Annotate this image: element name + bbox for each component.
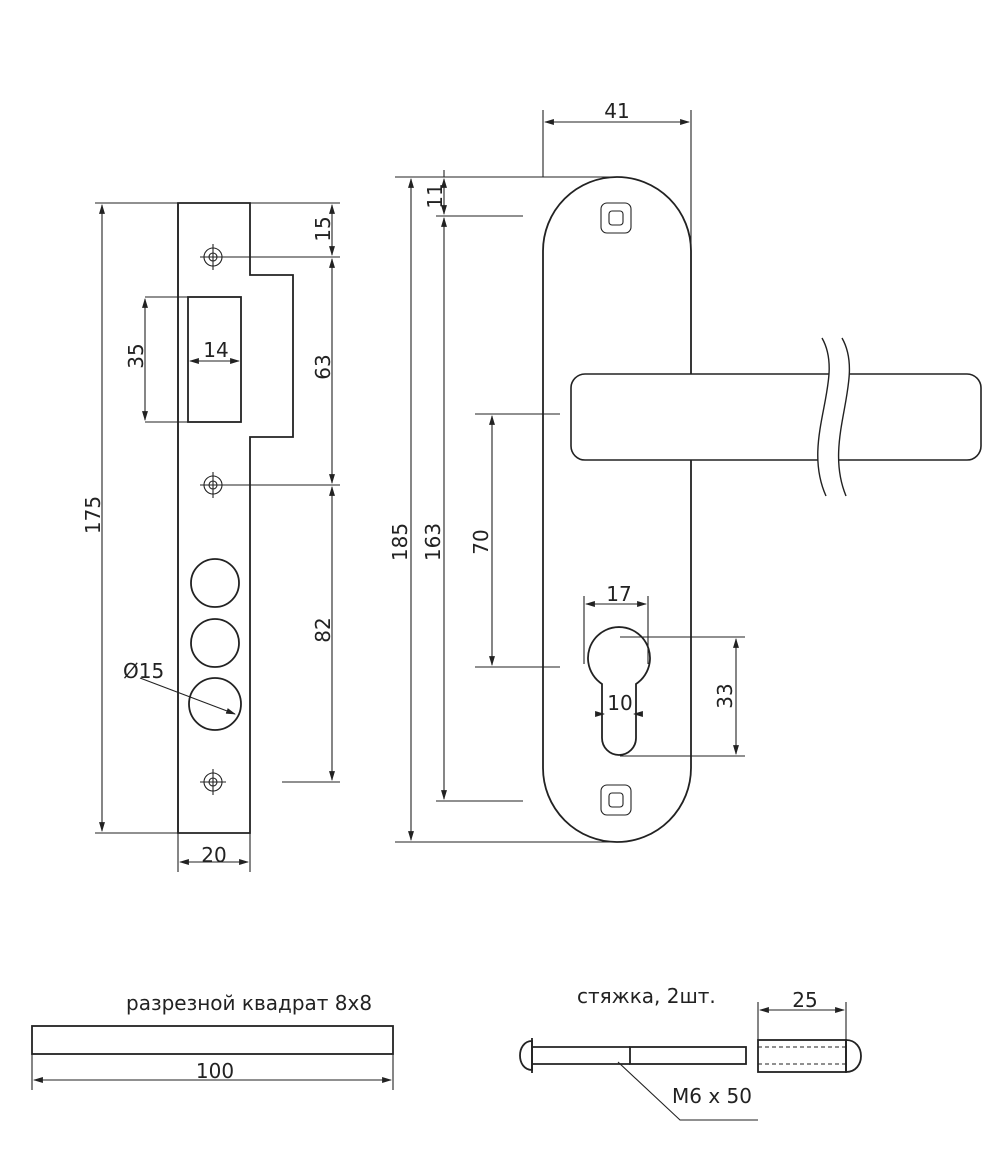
plate-screw-icon <box>600 202 632 234</box>
cylinder-keyhole <box>587 626 651 756</box>
dim-plate-top-offset: 11 <box>423 183 447 208</box>
dim-cylinder-slot-width: 10 <box>607 691 632 715</box>
sleeve-head <box>845 1039 862 1073</box>
bolts-caption: стяжка, 2шт. <box>577 984 716 1008</box>
strike-screw-icon <box>200 769 340 795</box>
dim-strike-top: 15 <box>311 216 335 241</box>
dim-plate-hole-spacing: 163 <box>421 523 445 561</box>
strike-slot <box>187 296 242 423</box>
tie-bolts <box>519 1002 862 1121</box>
strike-hole <box>190 618 240 668</box>
strike-screw-icon <box>200 472 340 498</box>
dim-plate-height: 185 <box>388 523 412 561</box>
strike-hole <box>188 677 242 731</box>
spindle-caption: разрезной квадрат 8x8 <box>126 991 372 1015</box>
strike-plate <box>95 202 340 872</box>
spindle <box>31 1025 394 1090</box>
bolt-sleeve <box>757 1039 847 1073</box>
dim-strike-width: 20 <box>201 843 226 867</box>
dim-strike-slot-width: 14 <box>203 338 228 362</box>
dim-strike-screw-spacing-1: 63 <box>311 354 335 379</box>
dim-strike-height: 175 <box>81 496 105 534</box>
dim-strike-screw-spacing-2: 82 <box>311 617 335 642</box>
plate-screw-icon <box>600 784 632 816</box>
strike-hole <box>190 558 240 608</box>
square-spindle <box>31 1025 394 1055</box>
dim-plate-width: 41 <box>604 99 629 123</box>
escutcheon-plate <box>542 176 692 843</box>
bolt-spec: M6 x 50 <box>672 1084 752 1108</box>
dim-cylinder-height: 33 <box>713 683 737 708</box>
bolt-head <box>519 1040 533 1071</box>
lever-handle <box>570 373 982 461</box>
dim-strike-slot-height: 35 <box>124 343 148 368</box>
dim-cylinder-width: 17 <box>606 582 631 606</box>
dim-spindle-length: 100 <box>196 1059 234 1083</box>
dim-handle-to-cylinder: 70 <box>469 529 493 554</box>
dim-strike-hole-diameter: Ø15 <box>123 659 164 683</box>
strike-screw-icon <box>200 244 340 270</box>
dim-sleeve-length: 25 <box>792 988 817 1012</box>
bolt-thread <box>629 1046 747 1065</box>
handle-plate <box>395 110 982 843</box>
